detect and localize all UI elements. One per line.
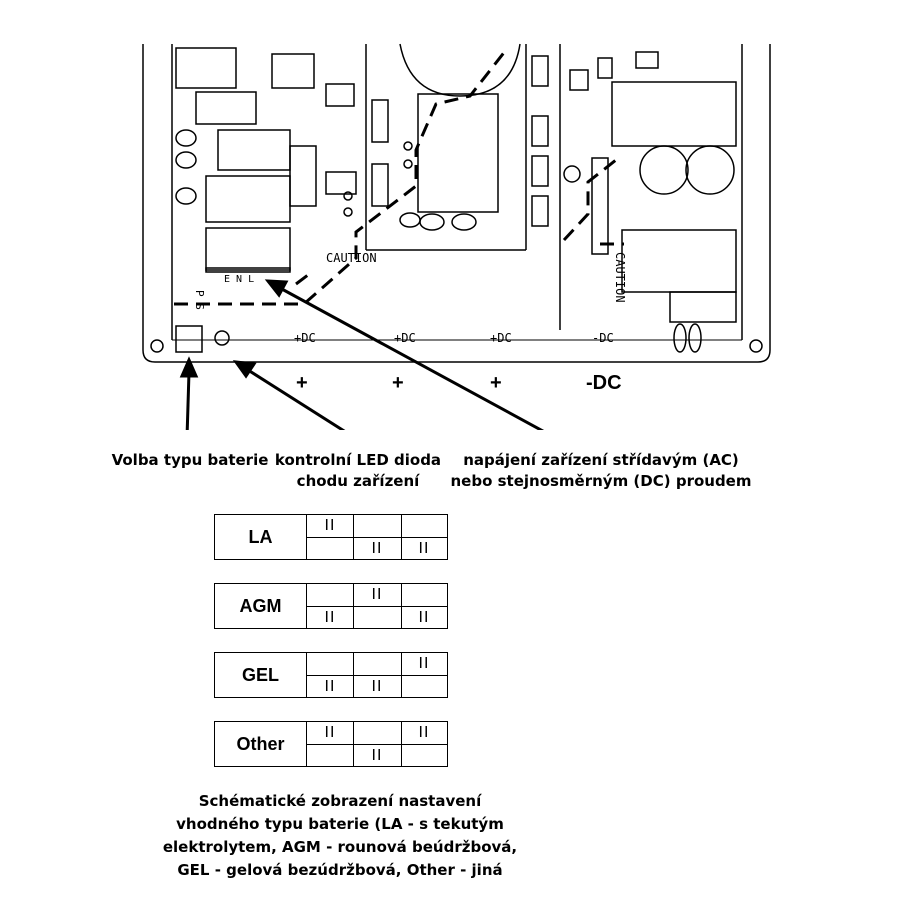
dip-switch-3-up: II bbox=[418, 724, 430, 741]
dip-switch-1-up: II bbox=[324, 517, 336, 534]
arrow-battery-switch bbox=[185, 371, 191, 430]
dip-switch-1-down: II bbox=[324, 609, 336, 626]
battery-type-label: GEL bbox=[215, 653, 307, 697]
pcb-ps: P S bbox=[193, 290, 206, 310]
battery-table-agm: AGM II II II bbox=[214, 583, 448, 629]
dip-switch-1-up: II bbox=[324, 724, 336, 741]
dip-switch-3-down: II bbox=[418, 609, 430, 626]
pcb-diagram: CAUTION CAUTION E N L P S +DC +DC +DC -D… bbox=[142, 43, 771, 430]
pcb-caution-left: CAUTION bbox=[326, 251, 377, 265]
battery-type-label: AGM bbox=[215, 584, 307, 628]
pcb-enl: E N L bbox=[224, 274, 254, 285]
dip-switch-3-up: II bbox=[418, 655, 430, 672]
battery-table-la: LA II II II bbox=[214, 514, 448, 560]
arrow-power bbox=[279, 286, 545, 430]
arrow-led bbox=[247, 368, 346, 430]
pcb-dc-plus-2: +DC bbox=[394, 331, 416, 345]
board-outline bbox=[142, 44, 771, 363]
caption: Schématické zobrazení nastavení vhodného… bbox=[162, 792, 518, 879]
pcb-dc-plus-1: +DC bbox=[294, 331, 316, 345]
battery-type-label: LA bbox=[215, 515, 307, 559]
terminal-plus-3: + bbox=[490, 372, 502, 394]
pcb-dc-plus-3: +DC bbox=[490, 331, 512, 345]
dip-switch-1-down: II bbox=[324, 678, 336, 695]
dip-switch-2-down: II bbox=[371, 540, 383, 557]
callout-battery-type: Volba typu baterie bbox=[111, 451, 269, 469]
battery-type-label: Other bbox=[215, 722, 307, 766]
terminal-plus-2: + bbox=[392, 372, 404, 394]
callout-power: napájení zařízení střídavým (AC) nebo st… bbox=[450, 451, 752, 490]
dip-switch-3-down: II bbox=[418, 540, 430, 557]
pcb-caution-right: CAUTION bbox=[613, 252, 627, 303]
pcb-dc-minus: -DC bbox=[592, 331, 614, 345]
callout-led: kontrolní LED dioda chodu zařízení bbox=[274, 451, 442, 490]
terminal-minus: -DC bbox=[586, 372, 622, 394]
dip-switch-2-down: II bbox=[371, 678, 383, 695]
battery-table-gel: GEL II II II bbox=[214, 652, 448, 698]
dip-switch-2-up: II bbox=[371, 586, 383, 603]
dip-switch-2-down: II bbox=[371, 747, 383, 764]
terminal-plus-1: + bbox=[296, 372, 308, 394]
